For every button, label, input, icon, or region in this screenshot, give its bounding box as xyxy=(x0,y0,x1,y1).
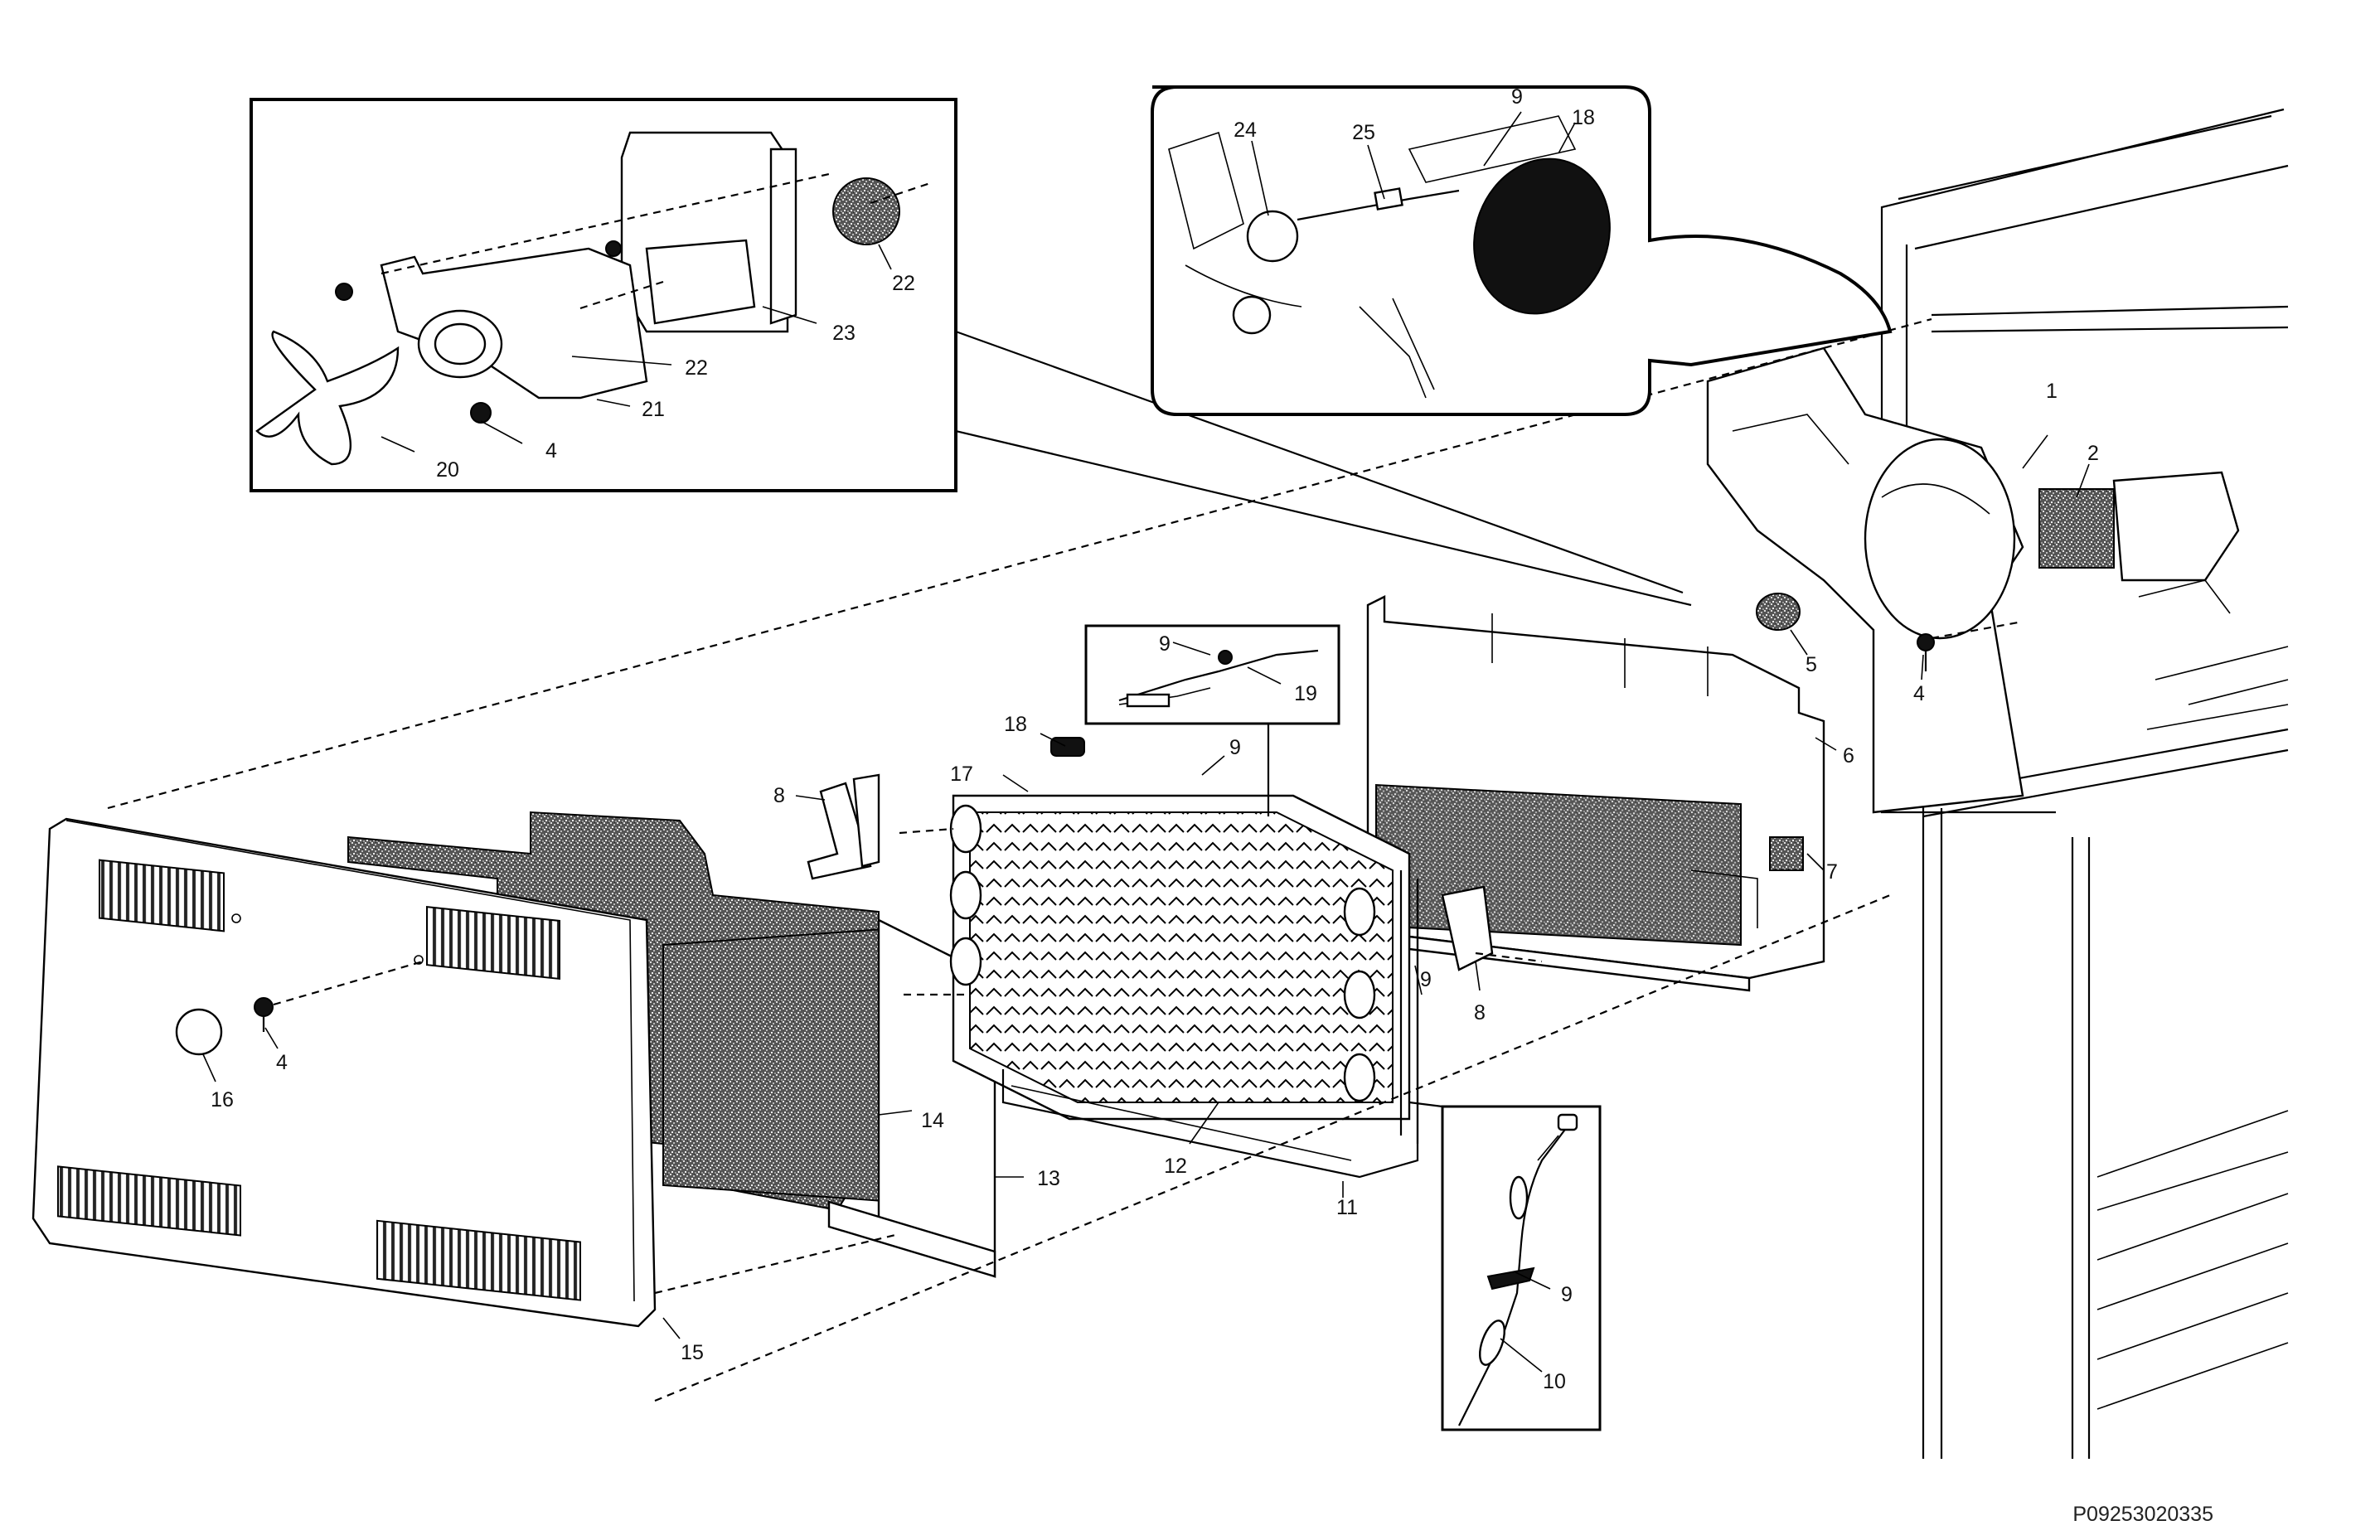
callout-16: 16 xyxy=(211,1088,234,1111)
callout-24: 24 xyxy=(1234,119,1257,142)
callout-23: 23 xyxy=(832,322,856,345)
thermostat-body xyxy=(1473,157,1611,315)
small-parts xyxy=(1050,593,1935,757)
callout-22: 22 xyxy=(892,272,915,295)
callout-9: 9 xyxy=(1420,968,1432,991)
callout-7: 7 xyxy=(1826,860,1838,884)
callout-14: 14 xyxy=(921,1109,944,1132)
callout-1: 1 xyxy=(2046,380,2058,403)
evaporator-coil xyxy=(949,794,1419,1144)
callout-9: 9 xyxy=(1561,1283,1573,1306)
callout-2: 2 xyxy=(2087,442,2099,465)
callout-10: 10 xyxy=(1543,1370,1566,1393)
callout-4: 4 xyxy=(1913,682,1925,705)
callout-4: 4 xyxy=(276,1051,288,1074)
inset-wire-19 xyxy=(1084,624,1340,816)
callout-11: 11 xyxy=(1336,1196,1358,1219)
plug-button xyxy=(175,1008,223,1056)
callout-25: 25 xyxy=(1352,121,1375,144)
thermostat-clip xyxy=(1050,737,1085,757)
callout-17: 17 xyxy=(950,763,973,786)
screw xyxy=(335,283,353,301)
callout-9: 9 xyxy=(1229,736,1241,759)
callout-15: 15 xyxy=(681,1341,704,1364)
callout-19: 19 xyxy=(1294,682,1317,705)
explosion-lines xyxy=(107,317,2024,1402)
defrost-heater xyxy=(1001,887,1419,1179)
rear-cover-panel xyxy=(1366,595,1825,992)
callout-8: 8 xyxy=(773,784,785,807)
callout-22: 22 xyxy=(685,356,708,380)
callout-20: 20 xyxy=(436,458,459,482)
fan-blade xyxy=(255,330,400,466)
screw xyxy=(470,402,492,424)
callout-12: 12 xyxy=(1164,1155,1187,1178)
callout-13: 13 xyxy=(1037,1167,1060,1190)
callout-6: 6 xyxy=(1843,744,1854,768)
callout-4: 4 xyxy=(545,439,557,462)
callout-9: 9 xyxy=(1511,85,1523,109)
leader-lines xyxy=(202,111,2090,1373)
callout-18: 18 xyxy=(1572,106,1595,129)
callout-5: 5 xyxy=(1806,653,1817,676)
front-cover-panel xyxy=(32,817,657,1328)
callout-21: 21 xyxy=(642,398,665,421)
evaporator-fan-housing xyxy=(1706,346,2240,814)
fan-motor xyxy=(2038,488,2115,569)
callouts: 1 2 4 4 4 5 6 7 8 8 9 9 9 9 9 10 11 12 1… xyxy=(211,85,2099,1393)
callout-9: 9 xyxy=(1159,632,1171,656)
callout-18: 18 xyxy=(1004,713,1027,736)
screw xyxy=(254,997,274,1017)
inset-harness xyxy=(1408,1101,1602,1431)
refrigerator-cabinet xyxy=(1880,108,2289,1459)
inset-thermostat xyxy=(1151,85,1893,416)
diagram-code: P09253020335 xyxy=(2072,1503,2213,1526)
callout-8: 8 xyxy=(1474,1001,1486,1024)
screw xyxy=(1917,633,1935,651)
coil-clips xyxy=(807,773,1494,971)
light-socket xyxy=(1756,593,1801,631)
inset-fan-motor xyxy=(250,98,1692,607)
